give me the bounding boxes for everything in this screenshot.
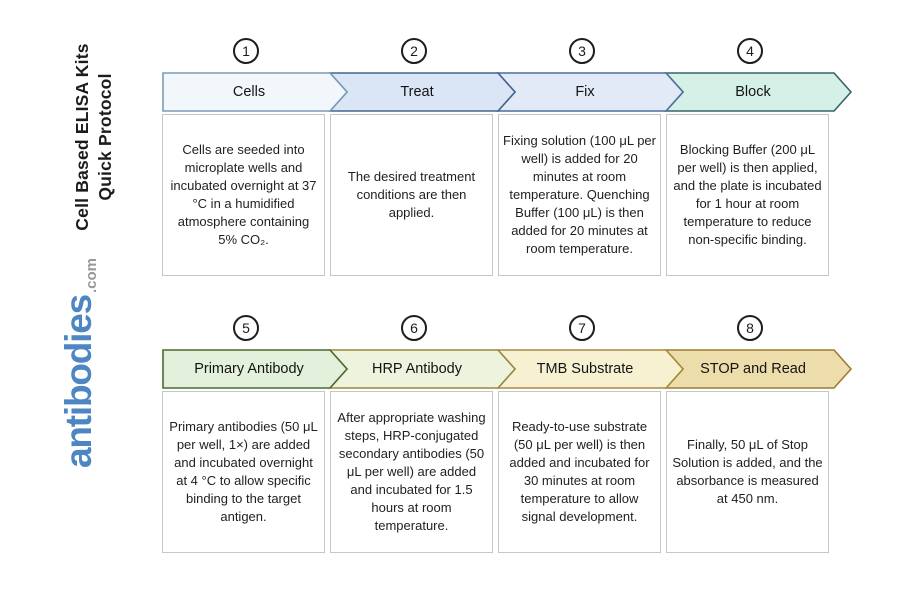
arrow-banner-row-2 [162,349,853,389]
protocol-row-1: 1 2 3 4 Cells Treat Fix Block Cells are … [162,38,853,278]
step-description-text: Primary antibodies (50 μL per well, 1×) … [169,419,318,524]
step-description-box-2: The desired treatment conditions are the… [330,114,493,276]
step-label-block: Block [735,84,771,100]
step-label-tmb-substrate: TMB Substrate [536,361,634,377]
step-number-badge-1: 1 [233,38,259,64]
step-number-row-2: 5 6 7 8 [162,315,834,341]
step-number-badge-6: 6 [401,315,427,341]
step-number-row-1: 1 2 3 4 [162,38,834,64]
step-description-text: Finally, 50 μL of Stop Solution is added… [672,437,823,506]
step-number-badge-8: 8 [737,315,763,341]
step-label-fix: Fix [575,84,595,100]
step-description-box-7: Ready-to-use substrate (50 μL per well) … [498,391,661,553]
step-description-text: Fixing solution (100 μL per well) is add… [503,133,656,256]
step-number-badge-7: 7 [569,315,595,341]
arrow-shape-cells [162,72,349,112]
step-description-box-4: Blocking Buffer (200 μL per well) is the… [666,114,829,276]
step-description-text: The desired treatment conditions are the… [347,169,476,220]
arrow-shape-primary-antibody [162,349,349,389]
brand-logo: antibodies .com [58,231,116,495]
step-description-box-8: Finally, 50 μL of Stop Solution is added… [666,391,829,553]
protocol-row-2: 5 6 7 8 Primary Antibody HRP Antibody TM… [162,315,853,555]
brand-logo-wordmark: antibodies [58,295,99,469]
step-label-primary-antibody: Primary Antibody [194,361,304,377]
step-number-badge-5: 5 [233,315,259,341]
step-number-badge-4: 4 [737,38,763,64]
step-description-text: Ready-to-use substrate (50 μL per well) … [509,419,650,524]
step-description-box-6: After appropriate washing steps, HRP-con… [330,391,493,553]
step-description-text: Cells are seeded into microplate wells a… [170,142,317,247]
step-number-badge-2: 2 [401,38,427,64]
step-description-box-1: Cells are seeded into microplate wells a… [162,114,325,276]
page-title-line1: Cell Based ELISA Kits [72,43,92,231]
step-label-hrp-antibody: HRP Antibody [371,361,462,377]
brand-logo-suffix: .com [83,257,100,293]
step-description-text: After appropriate washing steps, HRP-con… [337,410,486,533]
step-label-cells: Cells [232,84,266,100]
step-description-text: Blocking Buffer (200 μL per well) is the… [673,142,822,247]
step-number-badge-3: 3 [569,38,595,64]
step-description-box-5: Primary antibodies (50 μL per well, 1×) … [162,391,325,553]
step-description-box-3: Fixing solution (100 μL per well) is add… [498,114,661,276]
page-title-line2: Quick Protocol [94,73,115,201]
step-label-stop-and-read: STOP and Read [700,361,806,377]
arrow-banner-row-1 [162,72,853,112]
vertical-page-title: Cell Based ELISA Kits Quick Protocol [71,35,119,239]
step-label-treat: Treat [400,84,434,100]
